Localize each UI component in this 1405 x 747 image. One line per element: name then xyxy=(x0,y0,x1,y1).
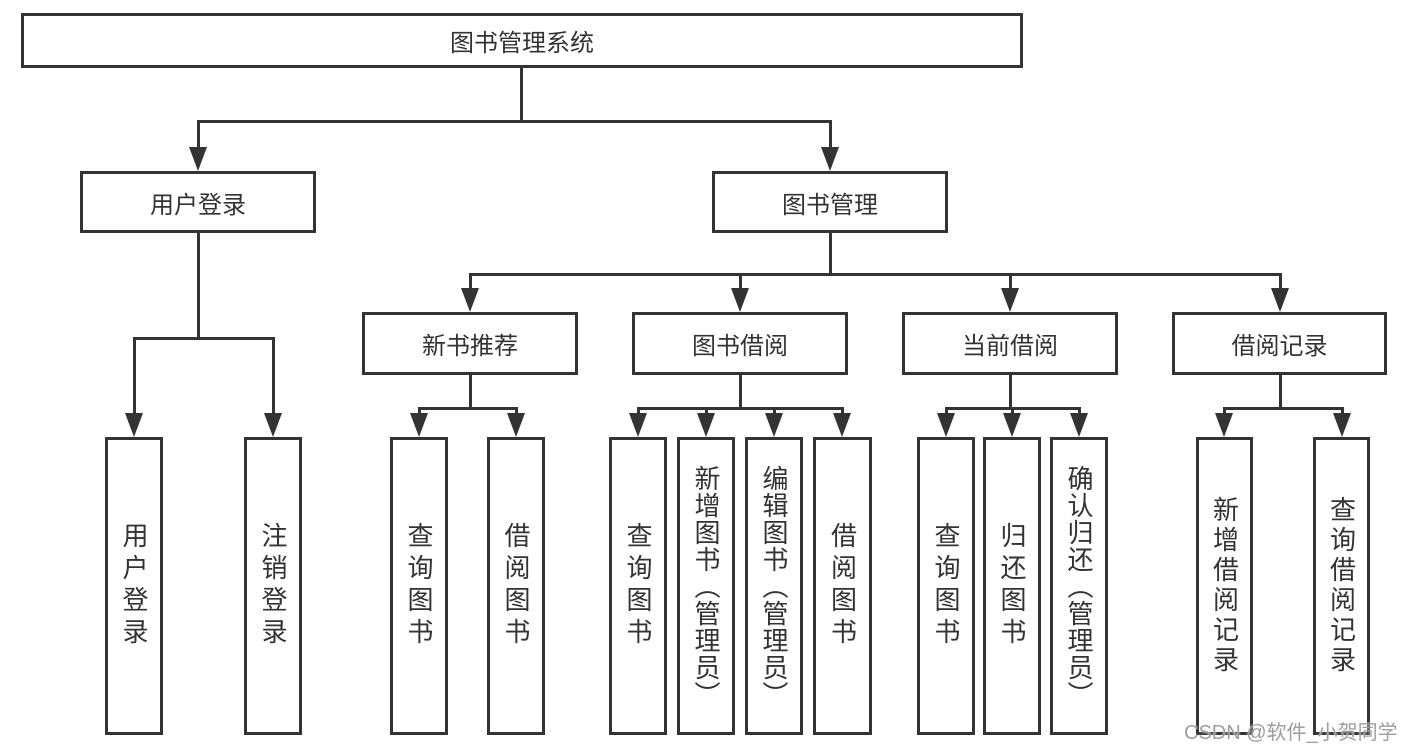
leaf-borrow-books: 借阅图书 xyxy=(813,437,872,735)
edge-drop-leaf-logout xyxy=(272,337,275,415)
edge-book-mgmt-stem xyxy=(829,233,832,275)
edge-current-borrow-stem xyxy=(1009,375,1012,409)
node-new-book-recommend-label: 新书推荐 xyxy=(422,333,518,360)
arrowhead-borrow-records xyxy=(1271,288,1289,312)
node-new-book-recommend: 新书推荐 xyxy=(362,312,578,375)
edge-borrow-records-split xyxy=(1223,407,1344,410)
arrowhead-user-login xyxy=(189,147,207,171)
arrowhead-current-borrow xyxy=(1001,288,1019,312)
leaf-edit-books-admin-label: 编辑图书（管理员） xyxy=(759,464,789,708)
edge-user-login-stem xyxy=(197,233,200,337)
arrowhead-g4-return xyxy=(1003,413,1021,437)
edge-drop-book-borrow xyxy=(739,273,742,290)
edge-new-book-stem xyxy=(469,375,472,409)
edge-drop-g2-borrow xyxy=(515,407,518,415)
arrowhead-g2-query xyxy=(410,413,428,437)
leaf-current-query-books: 查询图书 xyxy=(917,437,975,735)
leaf-return-books: 归还图书 xyxy=(983,437,1041,735)
leaf-borrow-query-books-label: 查询图书 xyxy=(623,522,653,650)
edge-new-book-split xyxy=(418,407,518,410)
node-borrow-records: 借阅记录 xyxy=(1172,312,1387,375)
leaf-user-login: 用户登录 xyxy=(105,437,163,735)
node-root: 图书管理系统 xyxy=(21,13,1023,68)
edge-drop-new-book xyxy=(469,273,472,290)
edge-drop-g4-return xyxy=(1011,407,1014,415)
leaf-add-books-admin: 新增图书（管理员） xyxy=(677,437,735,735)
node-current-borrow: 当前借阅 xyxy=(902,312,1118,375)
leaf-newbook-query-books: 查询图书 xyxy=(390,437,448,735)
leaf-confirm-return-admin: 确认归还（管理员） xyxy=(1050,437,1108,735)
arrowhead-g5-query xyxy=(1333,413,1351,437)
node-borrow-records-label: 借阅记录 xyxy=(1231,333,1328,360)
arrowhead-leaf-logout xyxy=(264,413,282,437)
csdn-watermark: CSDN @软件_小贺同学 xyxy=(1184,722,1398,744)
edge-book-borrow-split xyxy=(637,407,844,410)
leaf-logout-label: 注销登录 xyxy=(258,522,288,650)
edge-level1-split xyxy=(197,120,832,123)
node-user-login-label: 用户登录 xyxy=(150,191,246,219)
edge-drop-g3-query xyxy=(637,407,640,415)
leaf-logout: 注销登录 xyxy=(244,437,302,735)
node-user-login: 用户登录 xyxy=(80,171,316,233)
edge-drop-g4-confirm xyxy=(1078,407,1081,415)
arrowhead-leaf-login xyxy=(125,413,143,437)
edge-drop-leaf-login xyxy=(133,337,136,415)
arrowhead-g4-query xyxy=(937,413,955,437)
edge-user-login-split xyxy=(133,337,275,340)
arrowhead-new-book xyxy=(461,288,479,312)
leaf-newbook-borrow-books-label: 借阅图书 xyxy=(501,522,531,650)
leaf-newbook-query-books-label: 查询图书 xyxy=(404,522,434,650)
arrowhead-g3-query xyxy=(629,413,647,437)
leaf-confirm-return-admin-label: 确认归还（管理员） xyxy=(1064,464,1094,708)
arrowhead-book-mgmt xyxy=(821,147,839,171)
arrowhead-g3-edit xyxy=(765,413,783,437)
leaf-add-borrow-record-label: 新增借阅记录 xyxy=(1209,496,1240,676)
edge-drop-g3-borrow xyxy=(841,407,844,415)
leaf-query-borrow-record-label: 查询借阅记录 xyxy=(1326,496,1357,676)
node-current-borrow-label: 当前借阅 xyxy=(962,333,1058,360)
leaf-current-query-books-label: 查询图书 xyxy=(931,522,961,650)
edge-drop-g5-add xyxy=(1223,407,1226,415)
edge-level2-split xyxy=(469,273,1282,276)
arrowhead-g5-add xyxy=(1215,413,1233,437)
leaf-add-books-admin-label: 新增图书（管理员） xyxy=(691,464,721,708)
edge-drop-current-borrow xyxy=(1009,273,1012,290)
edge-drop-g5-query xyxy=(1341,407,1344,415)
node-root-label: 图书管理系统 xyxy=(450,30,594,57)
arrowhead-g3-add xyxy=(697,413,715,437)
leaf-newbook-borrow-books: 借阅图书 xyxy=(487,437,545,735)
arrowhead-g3-borrow xyxy=(833,413,851,437)
leaf-query-borrow-record: 查询借阅记录 xyxy=(1313,437,1370,735)
edge-drop-user-login xyxy=(197,120,200,149)
edge-drop-book-mgmt xyxy=(829,120,832,149)
node-book-borrow: 图书借阅 xyxy=(632,312,848,375)
edge-borrow-records-stem xyxy=(1279,375,1282,409)
node-book-borrow-label: 图书借阅 xyxy=(692,333,788,360)
arrowhead-g2-borrow xyxy=(507,413,525,437)
leaf-add-borrow-record: 新增借阅记录 xyxy=(1196,437,1253,735)
edge-drop-g4-query xyxy=(945,407,948,415)
leaf-user-login-label: 用户登录 xyxy=(119,522,149,650)
leaf-return-books-label: 归还图书 xyxy=(997,522,1027,650)
arrowhead-book-borrow xyxy=(731,288,749,312)
edge-drop-g2-query xyxy=(418,407,421,415)
leaf-edit-books-admin: 编辑图书（管理员） xyxy=(745,437,803,735)
node-book-mgmt: 图书管理 xyxy=(712,171,948,233)
edge-drop-borrow-records xyxy=(1279,273,1282,290)
leaf-borrow-books-label: 借阅图书 xyxy=(827,522,858,650)
leaf-borrow-query-books: 查询图书 xyxy=(609,437,667,735)
arrowhead-g4-confirm xyxy=(1070,413,1088,437)
edge-root-stem xyxy=(520,68,523,120)
edge-drop-g3-add xyxy=(705,407,708,415)
node-book-mgmt-label: 图书管理 xyxy=(782,191,878,219)
edge-drop-g3-edit xyxy=(773,407,776,415)
edge-book-borrow-stem xyxy=(739,375,742,409)
